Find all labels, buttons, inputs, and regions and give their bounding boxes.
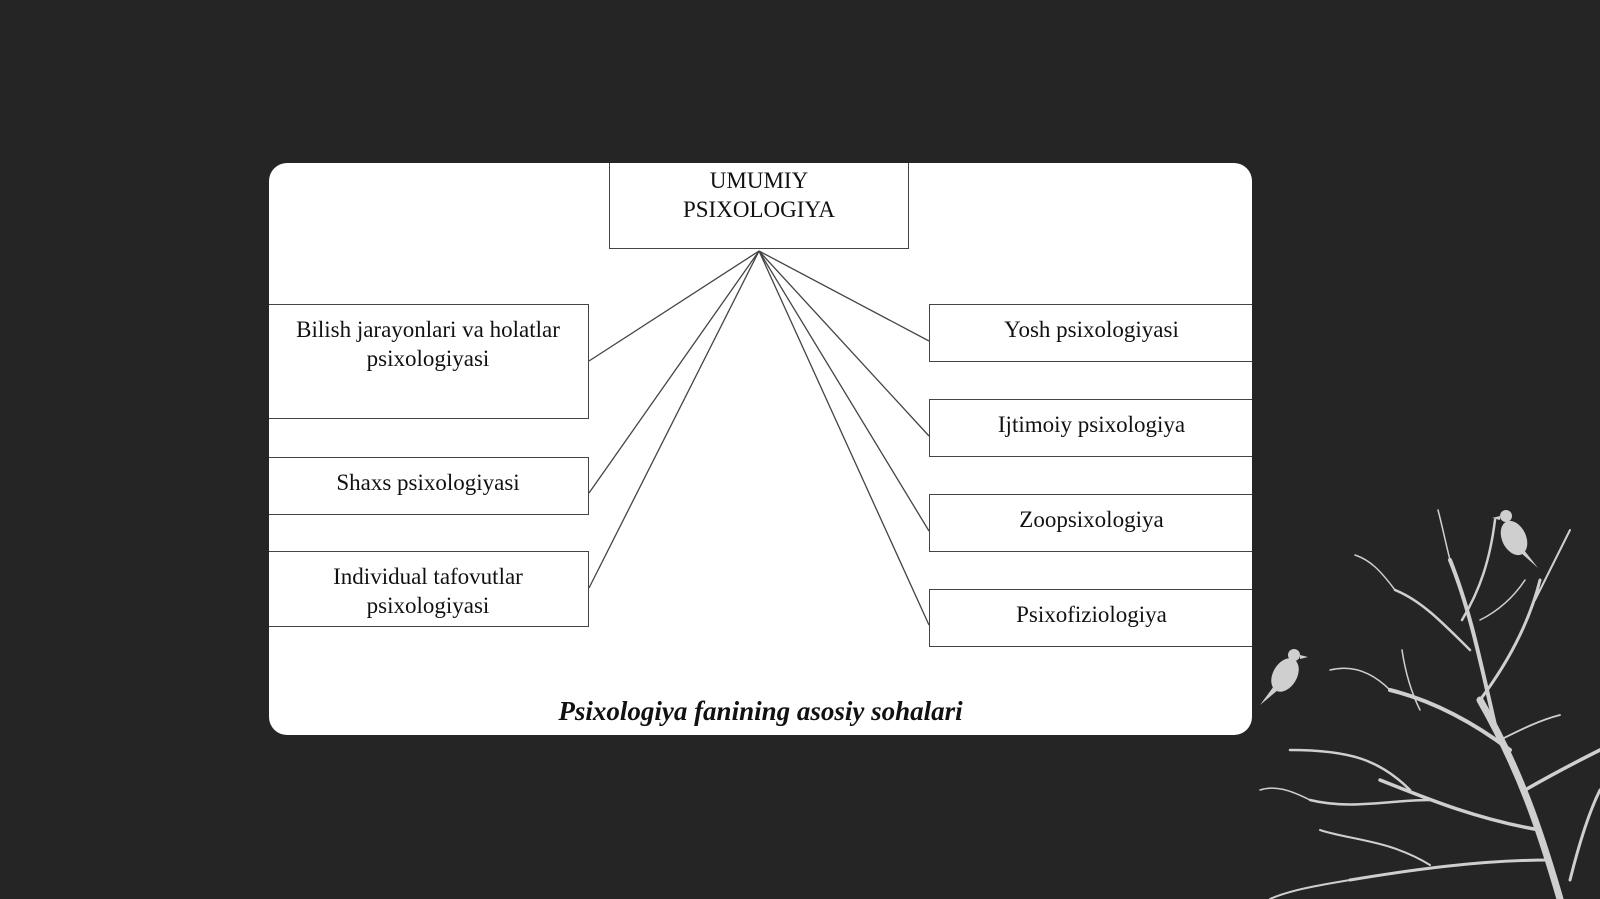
left-node-2: Shaxs psixologiyasi: [269, 457, 589, 515]
connector-right-1: [758, 250, 930, 342]
left-node-3-line2: psixologiyasi: [366, 593, 490, 618]
connector-lines: [588, 250, 930, 626]
left-node-2-line1: Shaxs psixologiyasi: [336, 470, 520, 495]
bird-icon-1: [1492, 510, 1538, 568]
left-node-3-line1: Individual tafovutlar: [333, 564, 523, 589]
right-node-1-label: Yosh psixologiyasi: [1004, 317, 1179, 342]
right-node-2: Ijtimoiy psixologiya: [929, 399, 1252, 457]
left-node-1-line2: psixologiyasi: [366, 346, 490, 371]
right-node-3-label: Zoopsixologiya: [1019, 507, 1164, 532]
right-node-4-label: Psixofiziologiya: [1016, 602, 1167, 627]
connector-right-4: [758, 250, 930, 626]
connector-left-3: [588, 250, 760, 589]
root-label-line1: UMUMIY: [709, 168, 809, 193]
connector-right-2: [758, 250, 930, 437]
right-node-4: Psixofiziologiya: [929, 589, 1252, 647]
right-node-1: Yosh psixologiyasi: [929, 304, 1252, 362]
connector-left-2: [588, 250, 760, 494]
right-node-2-label: Ijtimoiy psixologiya: [997, 412, 1186, 437]
tree-with-birds-illustration: [1259, 509, 1600, 899]
root-node: UMUMIY PSIXOLOGIYA: [609, 163, 909, 249]
left-node-1: Bilish jarayonlari va holatlar psixologi…: [269, 304, 589, 419]
diagram-card: UMUMIY PSIXOLOGIYA Bilish jarayonlari va…: [269, 163, 1252, 735]
root-label-line2: PSIXOLOGIYA: [682, 197, 836, 222]
left-node-1-line1: Bilish jarayonlari va holatlar: [296, 317, 560, 342]
right-node-3: Zoopsixologiya: [929, 494, 1252, 552]
connector-right-3: [758, 250, 930, 532]
left-node-3: Individual tafovutlar psixologiyasi: [269, 551, 589, 627]
connector-left-1: [588, 250, 760, 362]
diagram-caption: Psixologiya fanining asosiy sohalari: [558, 696, 963, 726]
bird-icon-2: [1260, 649, 1308, 705]
